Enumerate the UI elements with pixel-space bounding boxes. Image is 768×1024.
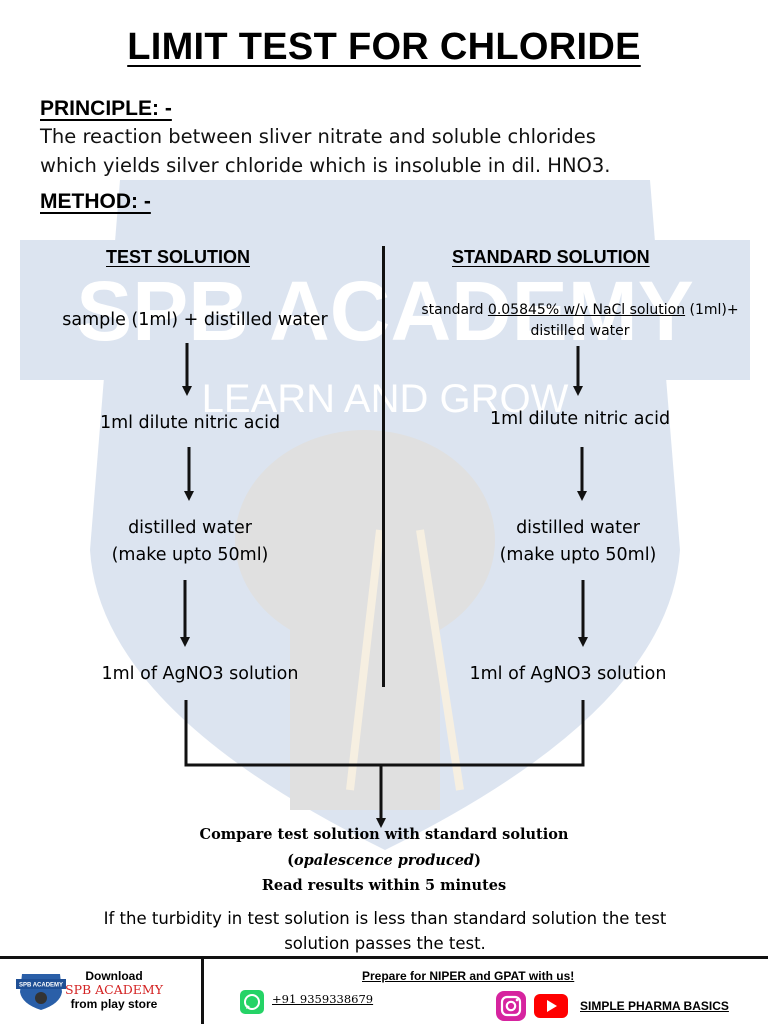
merge-bracket — [184, 700, 585, 767]
column-divider — [382, 246, 385, 687]
standard-step-distilled-water: distilled water (make upto 50ml) — [499, 518, 657, 565]
opalescence-text: (opalescence produced) — [287, 852, 481, 869]
download-app-promo[interactable]: Download SPB ACADEMY from play store — [65, 969, 163, 1011]
phone-number[interactable]: +91 9359338679 — [272, 992, 374, 1006]
principle-text: The reaction between sliver nitrate and … — [40, 125, 611, 177]
conclusion-text: If the turbidity in test solution is les… — [103, 909, 667, 953]
standard-step-nacl: standard 0.05845% w/v NaCl solution (1ml… — [421, 302, 739, 339]
page-title: LIMIT TEST FOR CHLORIDE — [127, 26, 641, 68]
test-step-nitric-acid: 1ml dilute nitric acid — [99, 413, 281, 433]
whatsapp-icon[interactable] — [240, 990, 264, 1014]
prepare-tagline: Prepare for NIPER and GPAT with us! — [362, 969, 575, 983]
method-heading: METHOD: - — [40, 190, 151, 213]
standard-step-nitric-acid: 1ml dilute nitric acid — [489, 409, 671, 429]
read-results-text: Read results within 5 minutes — [261, 877, 507, 894]
channel-name[interactable]: SIMPLE PHARMA BASICS — [580, 999, 729, 1013]
compare-text: Compare test solution with standard solu… — [199, 826, 569, 843]
svg-text:SPB ACADEMY: SPB ACADEMY — [19, 983, 63, 989]
test-solution-heading: TEST SOLUTION — [106, 247, 250, 267]
test-step-distilled-water: distilled water (make upto 50ml) — [111, 518, 269, 565]
test-step-sample: sample (1ml) + distilled water — [62, 310, 328, 330]
footer-column-divider — [201, 959, 204, 1024]
principle-heading: PRINCIPLE: - — [40, 97, 172, 120]
instagram-icon[interactable] — [495, 990, 527, 1022]
test-step-agno3: 1ml of AgNO3 solution — [101, 664, 299, 684]
footer-divider — [0, 956, 768, 959]
youtube-icon[interactable] — [534, 994, 568, 1018]
spb-academy-logo: SPB ACADEMY — [16, 974, 66, 1010]
standard-solution-heading: STANDARD SOLUTION — [452, 247, 650, 267]
standard-step-agno3: 1ml of AgNO3 solution — [469, 664, 667, 684]
